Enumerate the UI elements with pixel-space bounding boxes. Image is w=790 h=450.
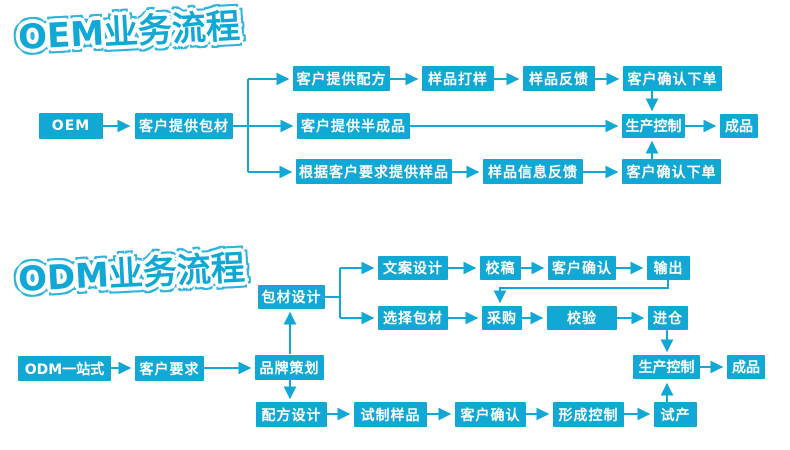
node-warehousing: 进仓: [648, 306, 688, 330]
node-output: 输出: [647, 256, 690, 280]
node-sample-proofing: 样品打样: [422, 66, 494, 91]
node-trial-samples: 试制样品: [354, 402, 427, 427]
node-odm-one-stop: ODM一站式: [18, 356, 111, 381]
node-proofreading: 校稿: [480, 256, 521, 280]
node-sample-info-feedback: 样品信息反馈: [483, 159, 583, 184]
node-customer-confirms-order-bottom: 客户确认下单: [622, 159, 721, 184]
node-copywriting-design: 文案设计: [378, 256, 448, 280]
node-production-control-odm: 生产控制: [633, 355, 700, 379]
oem-edges: [103, 72, 717, 179]
node-customer-supplies-semifinished: 客户提供半成品: [297, 113, 410, 139]
node-customer-supplies-packaging: 客户提供包材: [135, 113, 233, 139]
node-customer-confirmation-copy: 客户确认: [548, 256, 616, 280]
node-sample-feedback: 样品反馈: [523, 66, 595, 91]
node-samples-per-customer-request: 根据客户要求提供样品: [296, 159, 452, 184]
node-customer-confirms-order-top: 客户确认下单: [623, 66, 722, 91]
node-customer-requirements: 客户要求: [135, 356, 204, 381]
edge-output-purchasing: [493, 280, 669, 304]
node-customer-supplies-formula: 客户提供配方: [293, 66, 390, 91]
node-finished-product-odm: 成品: [727, 355, 765, 379]
node-trial-production: 试产: [654, 402, 697, 427]
node-finished-product-oem: 成品: [720, 114, 758, 138]
node-forming-control: 形成控制: [553, 402, 624, 427]
node-production-control-oem: 生产控制: [622, 114, 685, 138]
node-purchasing: 采购: [482, 306, 522, 330]
node-verification: 校验: [547, 306, 617, 330]
node-brand-planning: 品牌策划: [255, 355, 324, 380]
node-customer-confirmation-formula: 客户确认: [455, 402, 526, 427]
node-formula-design: 配方设计: [256, 402, 327, 427]
node-oem-start: OEM: [39, 113, 103, 139]
node-packaging-design: 包材设计: [258, 285, 325, 309]
odm-edges: [111, 261, 724, 421]
node-select-packaging: 选择包材: [378, 306, 448, 330]
